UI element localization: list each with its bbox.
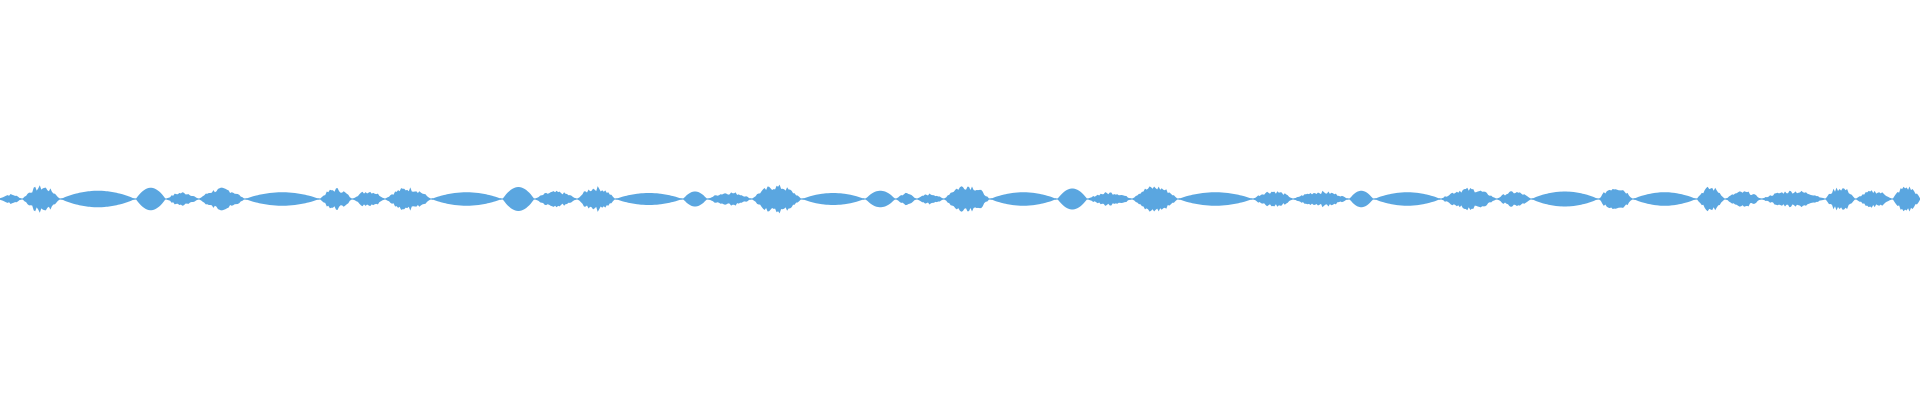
waveform-segment xyxy=(432,192,502,206)
waveform-segment xyxy=(990,192,1056,206)
waveform-segment xyxy=(1726,191,1761,207)
waveform-segment xyxy=(503,187,534,211)
waveform-segment xyxy=(1374,192,1440,206)
waveform-segment xyxy=(1253,191,1293,207)
waveform-segment xyxy=(1599,189,1632,209)
waveform-segment xyxy=(1057,188,1087,210)
waveform-segment xyxy=(1532,191,1598,207)
waveform-segment xyxy=(1762,190,1824,208)
waveform-segment xyxy=(353,191,384,207)
waveform-segment xyxy=(1441,187,1496,211)
waveform-segment xyxy=(708,192,751,206)
waveform-segment xyxy=(1132,186,1177,212)
waveform-segment xyxy=(0,194,22,204)
waveform-segment xyxy=(136,187,166,211)
waveform-segment xyxy=(1349,190,1373,208)
waveform-segment xyxy=(616,193,682,205)
waveform-segment xyxy=(23,185,60,213)
waveform-segment xyxy=(865,190,895,208)
waveform-segment xyxy=(320,188,352,210)
waveform-segment xyxy=(1825,187,1855,211)
waveform-segment xyxy=(1856,190,1892,208)
waveform-segment xyxy=(245,192,319,206)
waveform-segment xyxy=(1088,192,1131,206)
waveform-segment xyxy=(1893,186,1920,212)
waveform-segment xyxy=(944,186,989,212)
waveform-segment xyxy=(199,187,244,211)
waveform-segment xyxy=(896,192,916,206)
waveform-segment xyxy=(1178,192,1252,206)
waveform-segment xyxy=(535,190,576,208)
waveform-segment xyxy=(577,186,615,212)
waveform-segment xyxy=(167,192,198,206)
waveform-segment xyxy=(61,190,135,208)
waveform-segment xyxy=(683,191,707,207)
waveform-segment xyxy=(1697,186,1725,212)
waveform-segment xyxy=(1633,192,1696,206)
waveform-segment xyxy=(917,193,943,205)
waveform-segment xyxy=(1294,190,1348,208)
waveform-segment xyxy=(385,187,431,211)
waveform-segment xyxy=(802,193,864,205)
waveform-segment xyxy=(1497,191,1531,207)
waveform-segment xyxy=(752,184,801,214)
